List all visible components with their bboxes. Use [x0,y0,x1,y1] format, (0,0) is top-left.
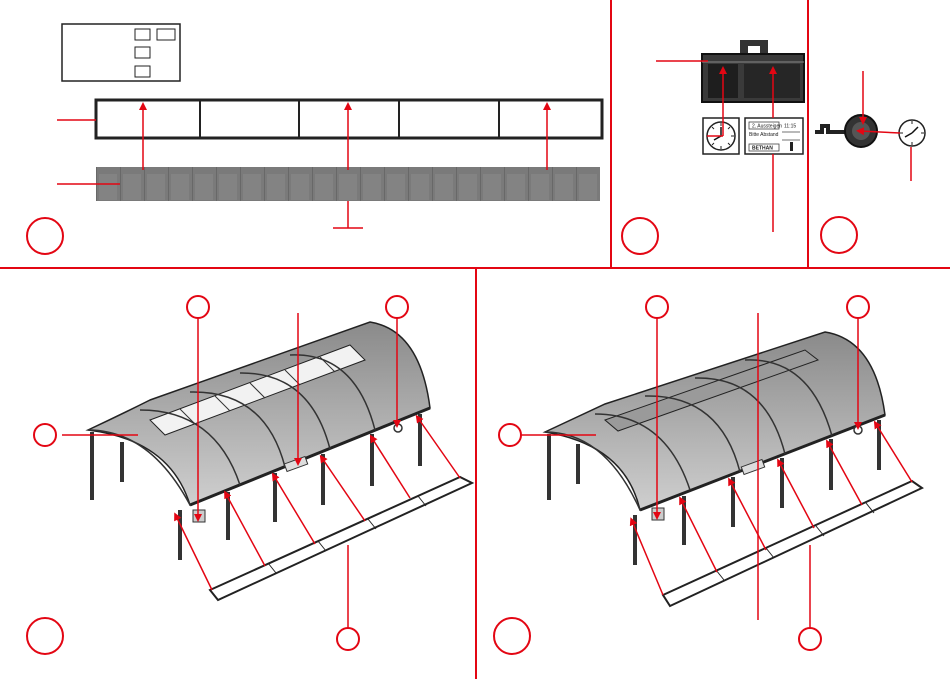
hall-roof-5 [545,332,885,510]
callout-circle-5b [847,296,869,318]
parts-box [62,24,180,81]
sign-station-name: BETHAN [752,146,773,152]
callout-circle-5c [499,424,521,446]
panel-5-hall-closed [494,296,922,654]
roof-frame [96,100,602,138]
step-marker-1 [27,218,63,254]
glazing-strip [96,167,600,201]
callout-circle-4b [386,296,408,318]
panel-3-lamp [815,71,925,253]
callout-circle-4c [34,424,56,446]
callout-circle-5a [646,296,668,318]
callout-circle-4a [187,296,209,318]
platform-template-5 [663,481,922,606]
station-sign-icon: 2. Aussteigen Bitte Abstand BETHAN 11:15 [745,118,803,154]
panel-4-hall-open [27,296,472,654]
panel-2-signboard: 2. Aussteigen Bitte Abstand BETHAN 11:15 [622,40,804,254]
sign-line-1: 2. Aussteigen [752,124,782,130]
step-marker-5 [494,618,530,654]
callout-circle-4d [337,628,359,650]
callout-circle-5d [799,628,821,650]
hall-roof-4 [88,322,430,505]
step-marker-4 [27,618,63,654]
sign-board-part [702,40,804,102]
sign-time: 11:15 [784,124,796,130]
step-marker-2 [622,218,658,254]
clock-face-icon [899,120,925,146]
step-marker-3 [821,217,857,253]
sign-line-2: Bitte Abstand [749,132,779,138]
panel-1-glazing [27,24,602,254]
